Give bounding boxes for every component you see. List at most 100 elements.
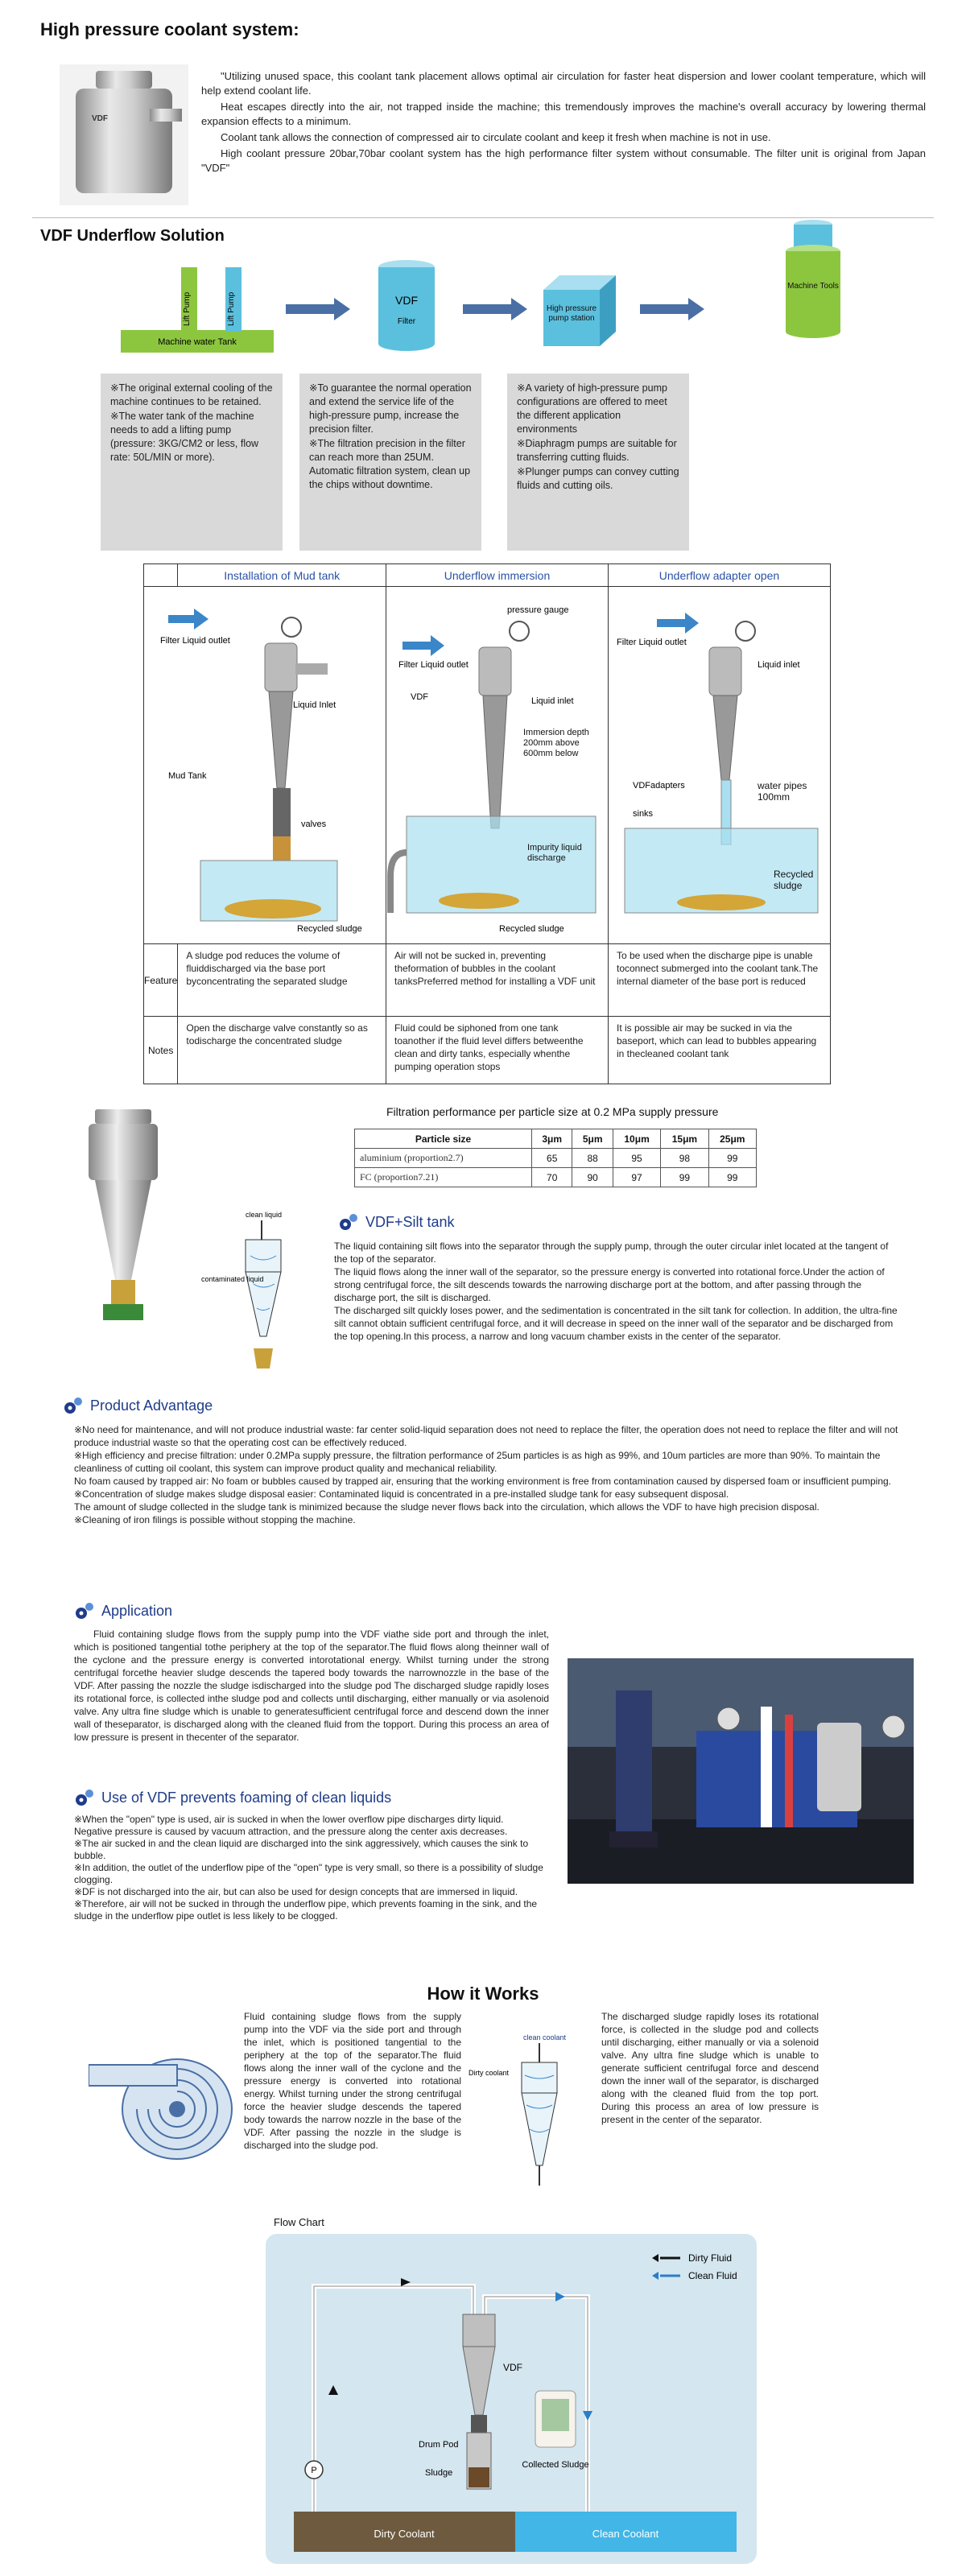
vdf-separator-image xyxy=(89,1109,158,1320)
svg-text:valves: valves xyxy=(301,819,327,829)
svg-text:pressure gauge: pressure gauge xyxy=(507,605,568,615)
clean-tank-label: Clean Coolant xyxy=(592,2528,659,2540)
gear-icon xyxy=(76,1790,93,1806)
gear-icon xyxy=(340,1214,357,1230)
feature-cell: To be used when the discharge pipe is un… xyxy=(608,943,831,1017)
svg-text:Dirty coolant: Dirty coolant xyxy=(469,2069,510,2077)
installation-comparison-table: Installation of Mud tank Underflow immer… xyxy=(142,564,831,1084)
row-label: Notes xyxy=(142,1016,179,1084)
svg-text:clean liquid: clean liquid xyxy=(246,1211,282,1219)
coolant-paragraph: Coolant tank allows the connection of co… xyxy=(221,131,771,143)
list-item: ※Therefore, air will not be sucked in th… xyxy=(74,1898,538,1922)
how-right-text: The discharged sludge rapidly loses its … xyxy=(601,2011,819,2125)
coolant-paragraph: High coolant pressure 20bar,70bar coolan… xyxy=(201,147,926,174)
page-title: High pressure coolant system: xyxy=(40,19,299,39)
application-section-header: Application xyxy=(74,1600,172,1621)
flow-arrow xyxy=(463,298,527,320)
silt-section-header: VDF+Silt tank xyxy=(338,1212,455,1232)
list-item: ※Concentration of sludge makes sludge di… xyxy=(74,1488,729,1500)
gear-icon xyxy=(64,1397,82,1414)
underflow-adapter-illustration: Filter Liquid outlet Liquid inlet VDFada… xyxy=(617,613,819,914)
svg-text:sinks: sinks xyxy=(633,809,654,819)
how-left-text: Fluid containing sludge flows from the s… xyxy=(244,2011,461,2151)
svg-text:Liquid inlet: Liquid inlet xyxy=(531,696,574,706)
section-title: VDF+Silt tank xyxy=(365,1213,455,1230)
sludge-label: Sludge xyxy=(425,2468,452,2478)
silt-tank-diagram: clean liquid contaminated liquid xyxy=(201,1211,282,1368)
machine-tank-label: Machine water Tank xyxy=(158,337,237,347)
flow-arrow xyxy=(640,298,704,320)
column-header: Underflow immersion xyxy=(386,564,609,587)
divider xyxy=(32,217,934,218)
list-item: ※High efficiency and precise filtration:… xyxy=(74,1450,881,1474)
notes-cell: It is possible air may be sucked in via … xyxy=(608,1016,831,1084)
svg-text:Recycled sludge: Recycled sludge xyxy=(297,924,362,934)
svg-text:Filter Liquid outlet: Filter Liquid outlet xyxy=(398,660,469,670)
list-item: ※When the "open" type is used, air is su… xyxy=(74,1814,504,1825)
list-item: The amount of sludge collected in the sl… xyxy=(74,1501,819,1513)
lift-pump-label: Lift Pump xyxy=(227,291,236,326)
svg-text:contaminated liquid: contaminated liquid xyxy=(201,1275,264,1283)
info-box: ※To guarantee the normal operation and e… xyxy=(299,374,481,551)
feature-cell: Air will not be sucked in, preventing th… xyxy=(386,943,609,1017)
list-item: ※In addition, the outlet of the underflo… xyxy=(74,1862,543,1885)
collected-label: Collected Sludge xyxy=(522,2460,588,2470)
foaming-list: ※When the "open" type is used, air is su… xyxy=(74,1814,549,1922)
section-title: Product Advantage xyxy=(90,1397,213,1414)
vdf-flow-diagram: Lift Pump Lift Pump Machine water Tank V… xyxy=(121,220,840,353)
info-box: ※A variety of high-pressure pump configu… xyxy=(507,374,689,551)
vdf-label: VDF xyxy=(503,2362,522,2373)
notes-cell: Open the discharge valve constantly so a… xyxy=(177,1016,386,1084)
svg-text:Filter Liquid outlet: Filter Liquid outlet xyxy=(160,636,230,646)
coolant-paragraph: Heat escapes directly into the air, not … xyxy=(201,101,926,127)
section-title: Application xyxy=(101,1602,173,1619)
silt-description: The liquid containing silt flows into th… xyxy=(334,1241,898,1342)
flow-arrow xyxy=(286,298,350,320)
coolant-paragraph: "Utilizing unused space, this coolant ta… xyxy=(201,70,926,97)
svg-text:Liquid inlet: Liquid inlet xyxy=(758,660,800,670)
pump-station-label: High pressure pump station xyxy=(546,304,597,323)
list-item: ※No need for maintenance, and will not p… xyxy=(74,1424,898,1448)
row-label: Feature xyxy=(142,943,179,1017)
legend-clean: Clean Fluid xyxy=(688,2270,737,2281)
list-item: ※Cleaning of iron filings is possible wi… xyxy=(74,1514,356,1525)
column-header: Installation of Mud tank xyxy=(177,564,386,587)
svg-text:VDFadapters: VDFadapters xyxy=(633,781,685,791)
list-item: ※The air sucked in and the clean liquid … xyxy=(74,1838,529,1861)
vdf-label: VDF xyxy=(395,294,418,307)
svg-text:Mud Tank: Mud Tank xyxy=(168,771,207,781)
column-header: Underflow adapter open xyxy=(608,564,831,587)
advantage-section-header: Product Advantage xyxy=(63,1395,213,1416)
mud-tank-illustration: Filter Liquid outlet Liquid Inlet Mud Ta… xyxy=(160,609,362,934)
coolant-tank-image: VDF xyxy=(60,64,188,205)
foaming-section-header: Use of VDF prevents foaming of clean liq… xyxy=(74,1787,391,1808)
list-item: ※DF is not discharged into the air, but … xyxy=(74,1886,518,1897)
svg-text:Filter Liquid outlet: Filter Liquid outlet xyxy=(617,638,687,647)
svg-text:Recycled sludge: Recycled sludge xyxy=(499,924,564,934)
legend-dirty: Dirty Fluid xyxy=(688,2252,732,2264)
drum-pod-label: Drum Pod xyxy=(419,2440,459,2450)
feature-cell: A sludge pod reduces the volume of fluid… xyxy=(177,943,386,1017)
coolant-description: "Utilizing unused space, this coolant ta… xyxy=(201,69,926,177)
notes-cell: Fluid could be siphoned from one tank to… xyxy=(386,1016,609,1084)
info-box: ※The original external cooling of the ma… xyxy=(101,374,283,551)
flow-chart-title: Flow Chart xyxy=(274,2216,324,2228)
how-it-works-title: How it Works xyxy=(427,1984,539,2004)
perf-title: Filtration performance per particle size… xyxy=(386,1105,719,1118)
svg-text:VDF: VDF xyxy=(92,114,108,123)
pump-label: P xyxy=(311,2466,316,2475)
dirty-tank-label: Dirty Coolant xyxy=(374,2528,435,2540)
svg-text:VDF: VDF xyxy=(411,692,428,702)
lift-pump-label: Lift Pump xyxy=(183,291,192,326)
section-title: Use of VDF prevents foaming of clean liq… xyxy=(101,1789,392,1806)
machine-photo xyxy=(568,1658,914,1884)
advantage-list: ※No need for maintenance, and will not p… xyxy=(74,1423,903,1526)
svg-text:clean coolant: clean coolant xyxy=(523,2033,567,2041)
filter-label: Filter xyxy=(398,317,416,326)
flow-chart: Dirty Fluid Clean Fluid VDF Drum Pod Slu… xyxy=(266,2234,757,2564)
svg-text:Liquid Inlet: Liquid Inlet xyxy=(293,700,336,710)
cyclone-side-view: clean coolant Dirty coolant xyxy=(469,2033,567,2186)
